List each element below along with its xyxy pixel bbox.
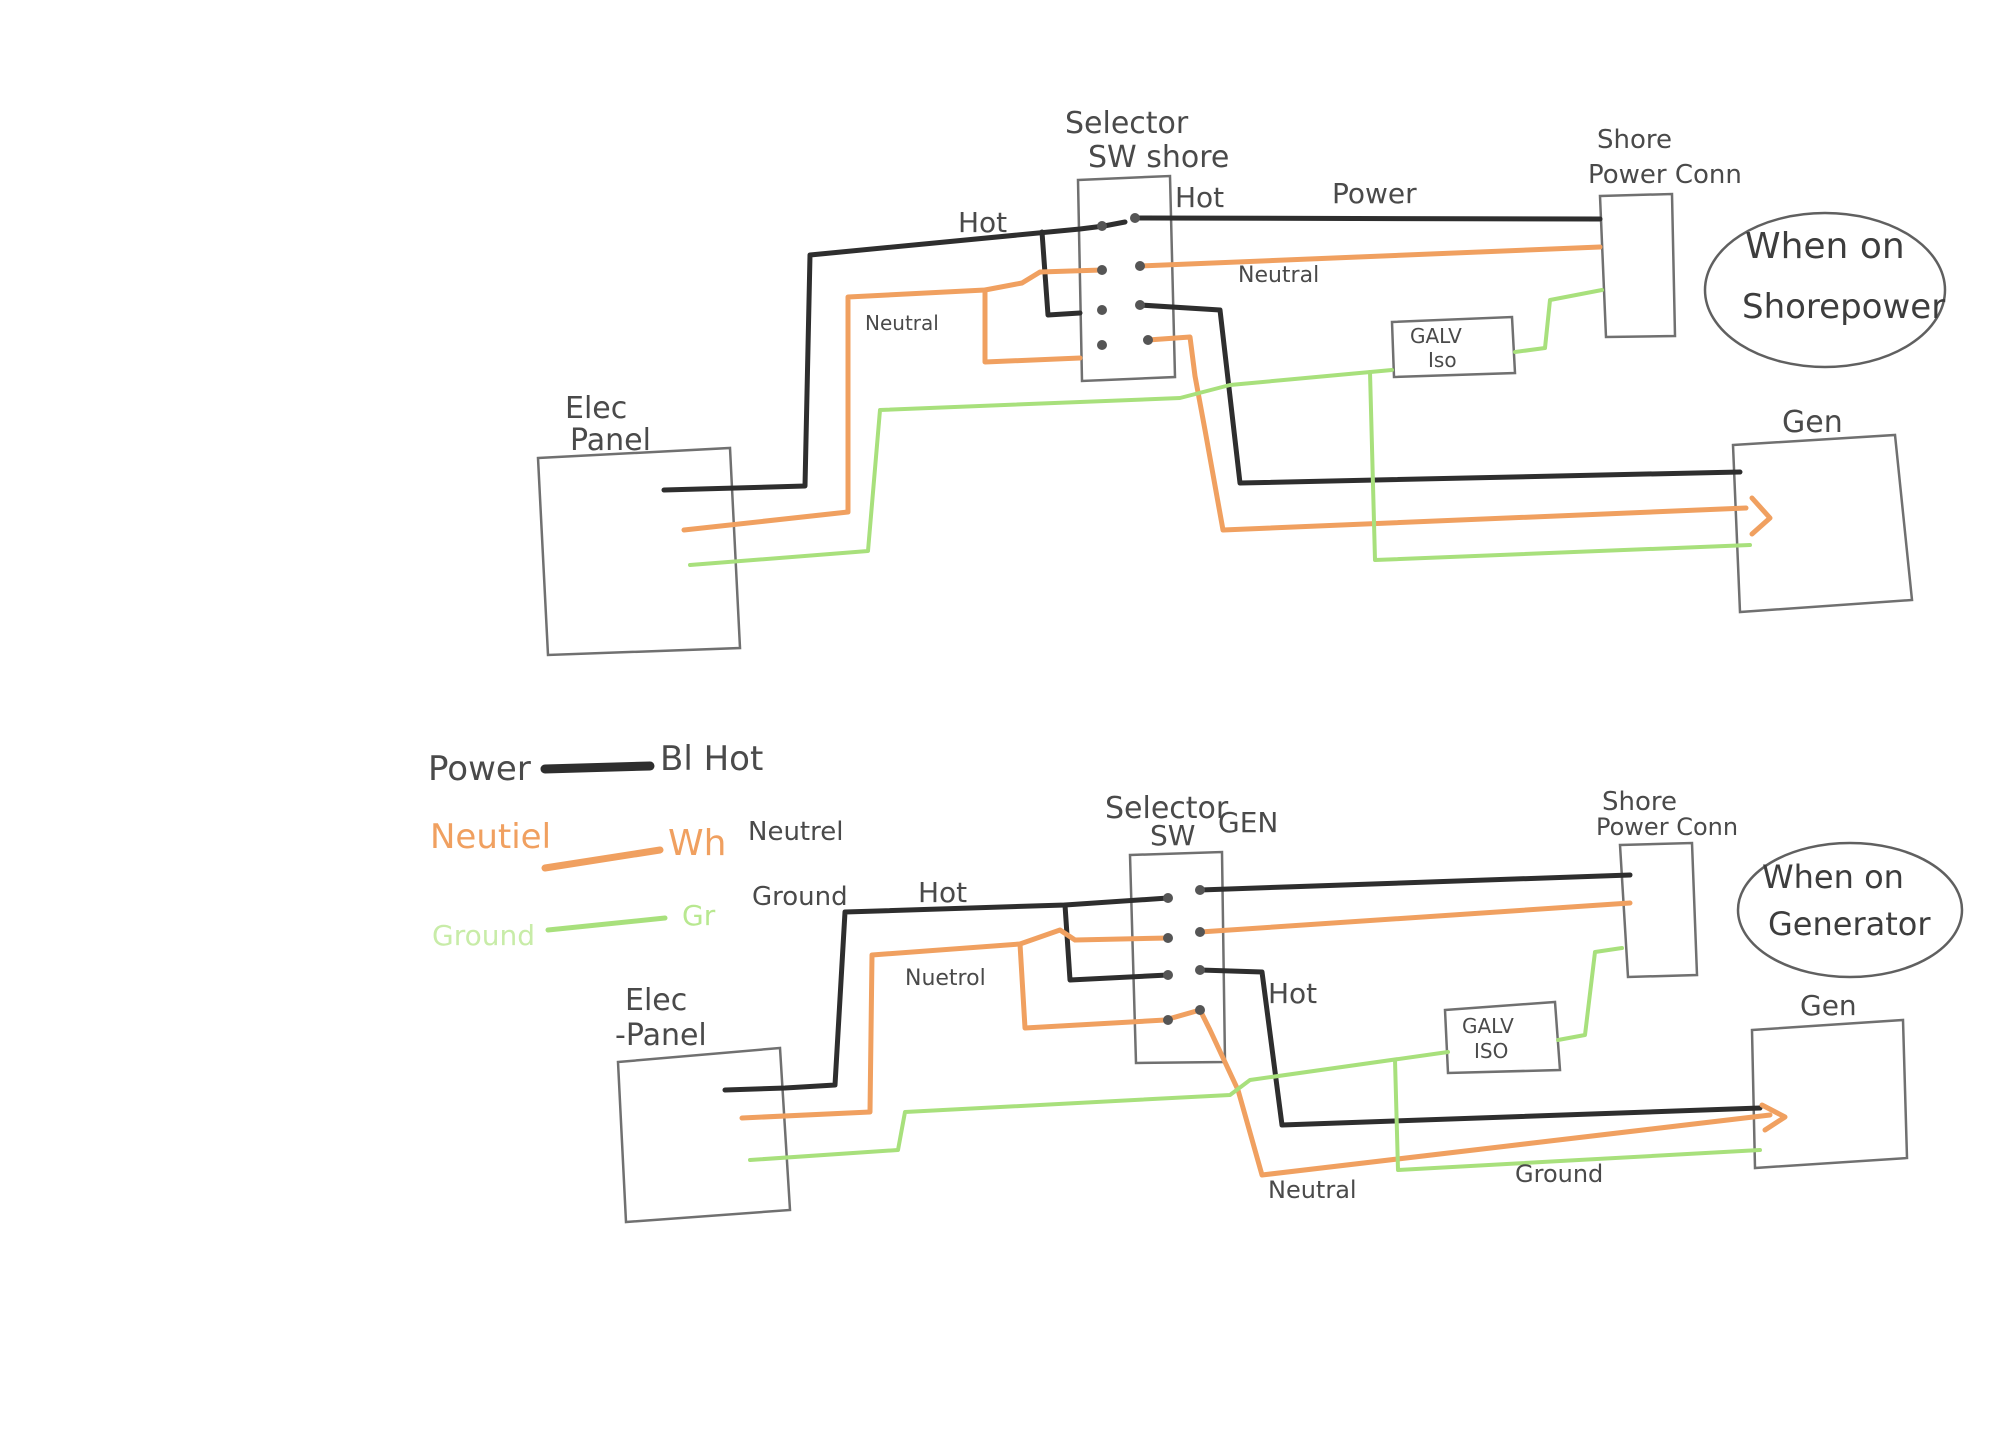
top-bubble-text: When on: [1745, 226, 1905, 267]
legend-hot-line: [540, 761, 655, 774]
top-hot-jumper: [1039, 229, 1083, 318]
bottom-selector-label-2: SW: [1150, 819, 1195, 852]
bottom-ground-wire-shore: [1556, 946, 1624, 1042]
bottom-ground-wire-gen: [1393, 1058, 1762, 1172]
top-hot-wire-shore: [1130, 215, 1603, 222]
top-diagram: Selector SW shore Shore Power Conn Elec …: [536, 106, 1947, 657]
bottom-hot-jumper: [1062, 902, 1171, 983]
top-shore-label: Shore: [1597, 125, 1672, 155]
top-hot-label-left: Hot: [958, 206, 1007, 239]
bottom-panel-label-2: -Panel: [615, 1018, 707, 1053]
top-ground-wire-shore: [1513, 288, 1604, 354]
top-terminal-3b: [1135, 300, 1145, 310]
top-panel-label: Elec: [565, 391, 627, 426]
top-galv-label-2: Iso: [1428, 348, 1457, 372]
bottom-ground-label: Ground: [1515, 1160, 1603, 1188]
bottom-bubble-text-2: Generator: [1768, 905, 1931, 943]
legend-ground-left: Ground: [432, 919, 535, 952]
top-ground-wire-panel: [688, 368, 1394, 567]
legend: Power Bl Hot Neutiel Wh Neutrel Ground G…: [428, 739, 848, 952]
legend-neutral-right: Neutrel: [748, 817, 843, 847]
bottom-bubble-text: When on: [1762, 858, 1904, 896]
top-power-label: Power: [1332, 177, 1417, 210]
top-gen-box: [1731, 433, 1914, 614]
bottom-hot-wire-gen: [1197, 967, 1763, 1128]
bottom-terminal-2a: [1163, 933, 1173, 943]
legend-power-right: Bl Hot: [660, 739, 763, 779]
bottom-ground-wire-panel: [748, 1050, 1450, 1162]
bottom-gen-label: Gen: [1800, 989, 1857, 1022]
bottom-panel-label: Elec: [625, 983, 687, 1018]
bottom-terminal-4b: [1195, 1005, 1205, 1015]
bottom-terminal-3b: [1195, 965, 1205, 975]
top-neutral-label-left: Neutral: [865, 311, 939, 335]
top-note-bubble: [1703, 211, 1947, 369]
top-selector-switch-box: [1076, 174, 1177, 383]
top-neutral-wire-panel: [681, 267, 1105, 533]
bottom-note-bubble: [1736, 841, 1964, 979]
bottom-selector-label-3: GEN: [1218, 806, 1278, 839]
bottom-terminal-3a: [1163, 970, 1173, 980]
top-terminal-4a: [1097, 340, 1107, 350]
top-hot-label-right: Hot: [1175, 181, 1224, 214]
top-panel-label-2: Panel: [570, 423, 651, 458]
bottom-diagram: Selector SW GEN Shore Power Conn Elec -P…: [615, 787, 1964, 1224]
bottom-shore-label: Shore: [1602, 787, 1677, 817]
top-terminal-1a: [1097, 221, 1107, 231]
top-gen-plug-chevron: [1749, 495, 1773, 537]
top-neutral-wire-gen: [1145, 334, 1749, 533]
legend-ground-line: [545, 915, 668, 933]
bottom-terminal-1b: [1195, 885, 1205, 895]
top-shore-label-2: Power Conn: [1588, 160, 1742, 190]
top-shore-power-conn-box: [1598, 192, 1677, 339]
legend-neutral-mid: Wh: [668, 823, 726, 864]
top-elec-panel-box: [536, 446, 742, 657]
top-neutral-jumper: [982, 287, 1083, 365]
legend-ground-mid: Gr: [682, 899, 716, 932]
bottom-shore-power-conn-box: [1618, 841, 1699, 979]
legend-neutral-line: [541, 846, 664, 872]
bottom-shore-label-2: Power Conn: [1596, 813, 1738, 841]
top-neutral-label-right: Neutral: [1238, 263, 1319, 288]
legend-power-left: Power: [428, 749, 531, 789]
top-hot-wire-panel: [661, 219, 1128, 493]
top-selector-label-2: SW shore: [1088, 140, 1229, 175]
top-galv-label: GALV: [1410, 324, 1462, 348]
top-ground-wire-gen: [1368, 370, 1752, 562]
bottom-neutral-jumper: [1017, 941, 1203, 1031]
bottom-gen-plug-chevron: [1759, 1102, 1788, 1133]
bottom-elec-panel-box: [616, 1046, 792, 1224]
bottom-hot-wire-panel: [722, 895, 1171, 1093]
top-hot-wire-gen: [1137, 302, 1743, 486]
bottom-neutral-label-low: Neutral: [1268, 1176, 1357, 1204]
legend-neutral-left: Neutiel: [430, 817, 551, 857]
top-terminal-3a: [1097, 305, 1107, 315]
top-terminal-2b: [1135, 261, 1145, 271]
top-neutral-wire-shore: [1137, 244, 1603, 269]
bottom-hot-wire-shore: [1197, 872, 1633, 893]
bottom-galv-label: GALV: [1462, 1014, 1514, 1038]
bottom-galv-label-2: ISO: [1474, 1039, 1508, 1063]
bottom-terminal-1a: [1163, 893, 1173, 903]
top-selector-label: Selector: [1065, 106, 1189, 141]
top-bubble-text-2: Shorepower: [1742, 287, 1945, 327]
legend-ground-right: Ground: [752, 882, 848, 912]
top-terminal-2a: [1097, 265, 1107, 275]
bottom-hot-label-left: Hot: [918, 876, 967, 909]
top-galv-iso-box: [1390, 315, 1517, 379]
top-terminal-1b: [1130, 213, 1140, 223]
bottom-terminal-2b: [1195, 927, 1205, 937]
bottom-neutral-label-mid: Nuetrol: [905, 966, 986, 991]
bottom-gen-box: [1750, 1018, 1909, 1170]
top-terminal-4b: [1143, 335, 1153, 345]
bottom-hot-label-right: Hot: [1268, 977, 1317, 1010]
top-gen-label: Gen: [1782, 405, 1843, 440]
bottom-neutral-wire-shore: [1197, 900, 1633, 935]
bottom-selector-label: Selector: [1105, 791, 1229, 826]
bottom-terminal-4a: [1163, 1015, 1173, 1025]
